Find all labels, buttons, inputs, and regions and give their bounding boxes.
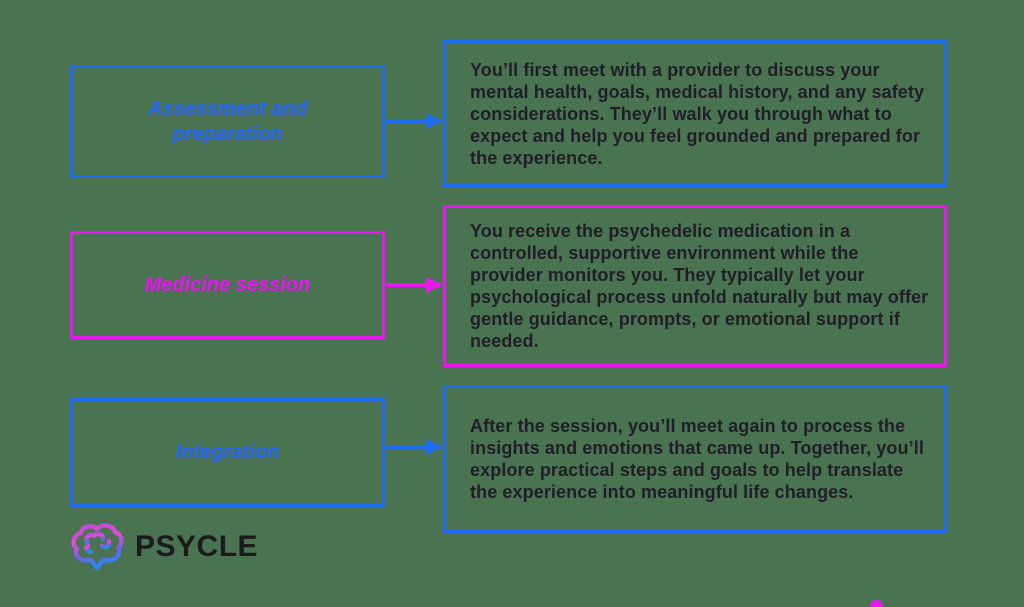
step-label-box: Integration — [70, 398, 385, 507]
magenta-dot — [870, 600, 883, 607]
logo-text: PSYCLE — [135, 530, 259, 563]
arrow-right-icon — [386, 113, 443, 129]
brain-icon — [71, 523, 124, 571]
step-description: After the session, you’ll meet again to … — [470, 416, 924, 502]
step-description: You receive the psychedelic medication i… — [470, 221, 929, 351]
step-label-box: Medicine session — [70, 231, 385, 339]
step-description: You’ll first meet with a provider to dis… — [470, 59, 925, 168]
step-description-box: You receive the psychedelic medication i… — [443, 205, 947, 367]
step-label-box: Assessment and preparation — [70, 65, 385, 178]
step-label: Assessment and preparation — [148, 97, 307, 145]
arrow-right-icon — [386, 439, 443, 455]
step-label: Medicine session — [144, 273, 311, 296]
step-description-box: After the session, you’ll meet again to … — [443, 385, 947, 533]
step-description-box: You’ll first meet with a provider to dis… — [443, 40, 947, 187]
arrow-right-icon — [386, 277, 443, 293]
logo: PSYCLE — [68, 522, 258, 572]
step-label: Integration — [175, 441, 280, 463]
